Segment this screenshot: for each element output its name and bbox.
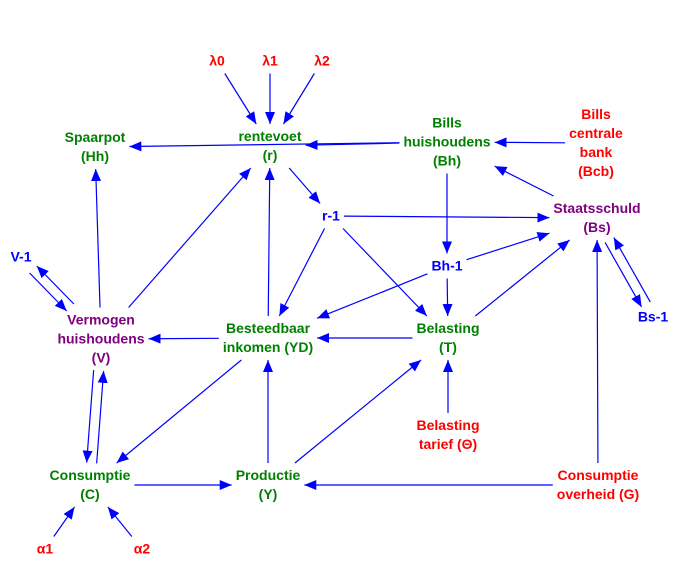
node-bills-huishoudens-line-1: Bills: [432, 114, 462, 131]
node-vermogen-line-2: huishoudens: [57, 330, 145, 347]
node-rentevoet: rentevoet (r): [238, 127, 301, 165]
node-vermogen: Vermogen huishoudens (V): [57, 311, 144, 368]
node-vermogen-line-3: (V): [91, 349, 111, 366]
edge-consumptie-to-vermogen: [96, 370, 108, 464]
edge-r_lag-to-staatsschuld: [343, 212, 550, 223]
edge-vermogen-to-consumptie: [82, 370, 95, 463]
edge-besteedbaar-to-consumptie: [116, 359, 242, 464]
edge-bh_lag-to-staatsschuld: [466, 232, 550, 261]
node-staatsschuld-line-2: (Bs): [583, 219, 611, 235]
edge-staatsschuld-to-bs_lag: [604, 242, 643, 308]
node-alpha1: α1: [37, 540, 53, 559]
node-alpha1-line-1: α1: [36, 540, 54, 557]
edge-staatsschuld-to-bills_huishoudens: [494, 165, 554, 197]
node-vermogen-line-1: Vermogen: [67, 311, 135, 328]
node-lambda2-line-1: λ2: [314, 52, 330, 69]
node-v-lag: V-1: [10, 248, 31, 267]
node-rentevoet-line-1: rentevoet: [238, 128, 302, 144]
node-spaarpot-line-1: Spaarpot: [64, 129, 126, 145]
node-belasting-tarief-line-1: Belasting: [416, 417, 480, 433]
node-besteedbaar: Besteedbaar inkomen (YD): [223, 319, 313, 357]
node-bs-lag-line-1: Bs-1: [637, 308, 669, 325]
node-lambda0-line-1: λ0: [209, 52, 225, 69]
node-productie: Productie (Y): [236, 466, 301, 504]
node-productie-line-2: (Y): [258, 486, 278, 502]
node-bh-lag: Bh-1: [431, 257, 462, 276]
edge-consumptie_overheid-to-staatsschuld: [592, 239, 603, 464]
node-r-lag-line-1: r-1: [322, 207, 340, 224]
node-belasting-tarief-line-2: tarief (Θ): [418, 436, 478, 452]
node-lambda1: λ1: [262, 52, 278, 71]
node-consumptie-overheid-line-2: overheid (G): [556, 486, 640, 502]
edge-vermogen-to-rentevoet: [128, 167, 252, 308]
node-bills-centrale-bank-line-3: bank: [579, 144, 613, 160]
edge-bh_lag-to-besteedbaar: [316, 273, 428, 319]
node-lambda1-line-1: λ1: [262, 52, 278, 69]
node-staatsschuld: Staatsschuld (Bs): [553, 199, 640, 237]
node-belasting-tarief: Belasting tarief (Θ): [416, 416, 479, 454]
node-bills-centrale-bank-line-1: Bills: [581, 106, 611, 122]
node-spaarpot-line-2: (Hh): [81, 148, 109, 164]
node-rentevoet-line-2: (r): [262, 147, 278, 163]
node-bs-lag: Bs-1: [638, 308, 668, 327]
node-spaarpot: Spaarpot (Hh): [65, 128, 126, 166]
edge-alpha2-to-consumptie: [107, 506, 133, 537]
edge-bills_huishoudens-to-spaarpot: [129, 141, 400, 152]
edge-lambda2-to-rentevoet: [282, 73, 315, 125]
edge-belasting-to-staatsschuld: [474, 239, 571, 317]
edge-alpha1-to-consumptie: [53, 506, 76, 537]
node-belasting-line-1: Belasting: [416, 320, 480, 336]
node-bills-centrale-bank-line-4: (Bcb): [578, 163, 614, 179]
node-staatsschuld-line-1: Staatsschuld: [553, 200, 641, 216]
node-bh-lag-line-1: Bh-1: [431, 257, 463, 274]
node-productie-line-1: Productie: [235, 467, 301, 483]
node-consumptie-overheid-line-1: Consumptie: [557, 467, 639, 483]
node-lambda0: λ0: [209, 52, 225, 71]
edge-v_lag-to-vermogen: [29, 272, 68, 312]
edge-r_lag-to-besteedbaar: [278, 228, 326, 317]
node-alpha2-line-1: α2: [133, 540, 151, 557]
node-r-lag: r-1: [322, 207, 340, 226]
edge-bh_lag-to-belasting: [442, 278, 453, 317]
edge-r_lag-to-belasting: [342, 228, 428, 317]
node-consumptie-line-2: (C): [80, 486, 100, 502]
node-lambda2: λ2: [314, 52, 330, 71]
node-bills-huishoudens-line-2: huishoudens: [403, 133, 491, 150]
node-consumptie: Consumptie (C): [50, 466, 131, 504]
edge-vermogen-to-spaarpot: [91, 168, 102, 308]
edge-productie-to-belasting: [294, 359, 422, 464]
node-v-lag-line-1: V-1: [10, 248, 32, 265]
node-bills-huishoudens-line-3: (Bh): [433, 152, 461, 169]
edge-besteedbaar-to-rentevoet: [264, 167, 275, 317]
edge-rentevoet-to-r_lag: [288, 167, 321, 204]
node-bills-centrale-bank: Bills centrale bank (Bcb): [569, 105, 623, 181]
node-bills-huishoudens: Bills huishoudens (Bh): [403, 114, 490, 171]
node-bills-centrale-bank-line-2: centrale: [569, 125, 623, 141]
node-besteedbaar-line-2: inkomen (YD): [222, 339, 314, 355]
node-alpha2: α2: [134, 540, 150, 559]
node-consumptie-line-1: Consumptie: [49, 467, 131, 483]
edge-lambda0-to-rentevoet: [224, 73, 257, 125]
node-belasting: Belasting (T): [416, 319, 479, 357]
node-belasting-line-2: (T): [439, 339, 457, 355]
edge-vermogen-to-v_lag: [36, 265, 75, 305]
edge-bs_lag-to-staatsschuld: [613, 237, 651, 303]
node-consumptie-overheid: Consumptie overheid (G): [557, 466, 639, 504]
node-besteedbaar-line-1: Besteedbaar: [225, 320, 311, 336]
